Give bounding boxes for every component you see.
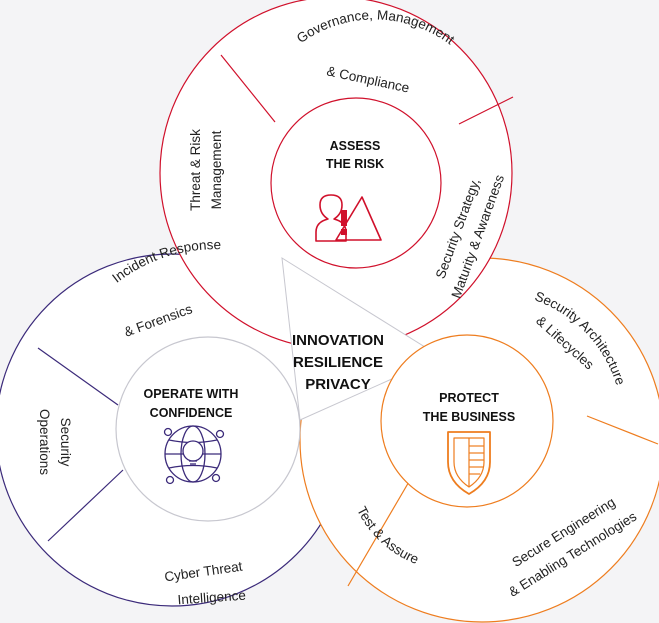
segment-cti-line2: Intelligence [177, 588, 246, 608]
segment-secops-line2: Operations [37, 409, 52, 475]
operate-hub-circle [115, 336, 301, 522]
protect-hub-circle [380, 334, 554, 508]
protect-hub-title-line1: PROTECT [439, 391, 499, 405]
segment-threat-line1: Threat & Risk [188, 129, 203, 211]
assess-hub-title-line2: THE RISK [326, 157, 384, 171]
globe-lightbulb-icon [163, 425, 225, 485]
center-label-privacy: PRIVACY [305, 376, 371, 393]
operate-hub-title-line2: CONFIDENCE [150, 406, 233, 420]
segment-dividers [37, 54, 659, 587]
center-label-resilience: RESILIENCE [293, 354, 383, 371]
assess-hub-circle [270, 97, 442, 269]
operate-hub-title-line1: OPERATE WITH [144, 387, 239, 401]
shield-icon [447, 431, 491, 495]
segment-secops-line1: Security [58, 418, 73, 467]
center-label-innovation: INNOVATION [292, 332, 384, 349]
segment-threat-line2: Management [209, 130, 224, 209]
assess-hub-title-line1: ASSESS [330, 139, 381, 153]
protect-hub-title-line2: THE BUSINESS [423, 410, 515, 424]
center-overlap-region [281, 257, 443, 421]
user-alert-icon [315, 194, 382, 242]
